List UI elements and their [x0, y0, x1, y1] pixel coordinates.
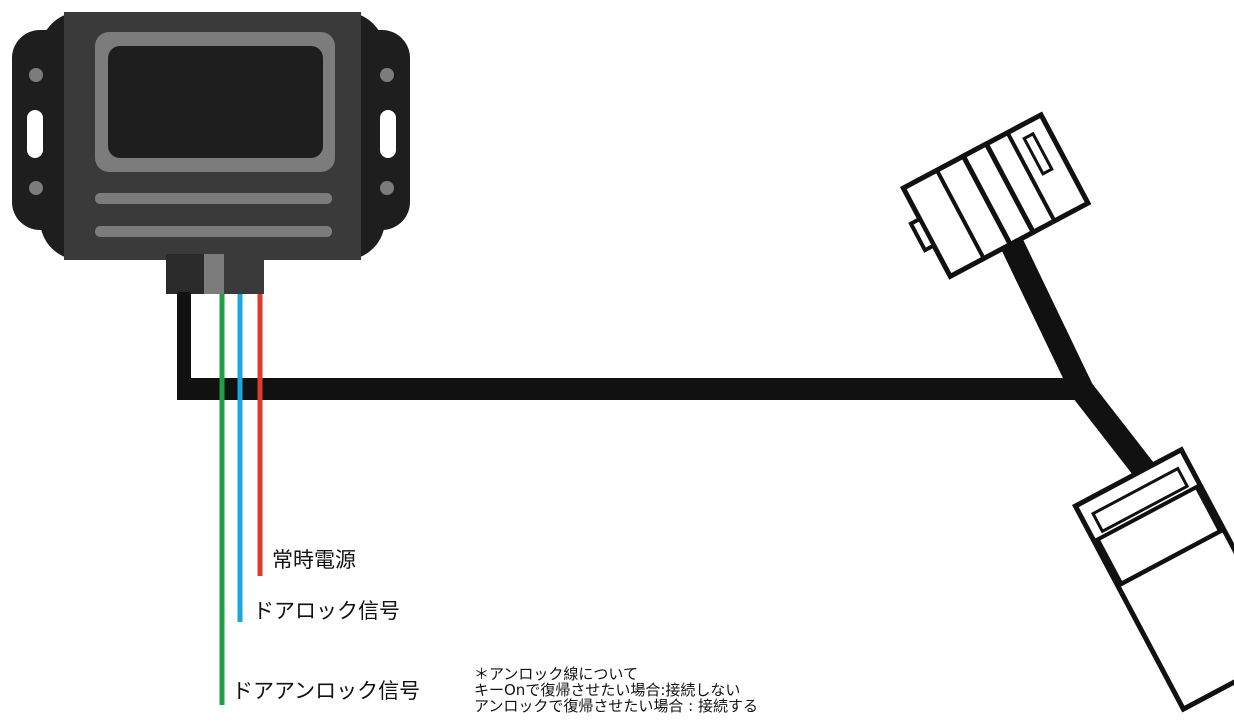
label-constant-power: 常時電源	[272, 548, 356, 572]
harness-main-cable	[177, 378, 1090, 400]
note-line-1: キーOnで復帰させたい場合:接続しない	[474, 681, 741, 699]
module-connector-left	[166, 254, 204, 294]
label-door-lock-signal: ドアロック信号	[253, 599, 400, 623]
mount-hole-top-right	[380, 68, 394, 82]
note-line-2: アンロックで復帰させたい場合 : 接続する	[474, 697, 758, 715]
lower-coupler	[1072, 446, 1234, 713]
mount-slot-left	[27, 110, 43, 158]
module-display	[108, 46, 323, 158]
module-stripe-1	[95, 193, 332, 204]
upper-coupler	[899, 111, 1092, 280]
mount-slot-right	[380, 110, 396, 158]
harness	[177, 234, 1162, 488]
harness-branch-upper	[999, 234, 1093, 396]
module-connector-mid	[204, 254, 224, 294]
label-door-unlock-signal: ドアアンロック信号	[232, 679, 421, 703]
control-module	[12, 12, 410, 294]
module-stripe-2	[95, 226, 332, 237]
note-title: ＊アンロック線について	[474, 665, 638, 683]
mount-hole-bottom-right	[380, 181, 394, 195]
harness-drop	[177, 292, 191, 400]
unlock-wire-note: ＊アンロック線について キーOnで復帰させたい場合:接続しない アンロックで復帰…	[474, 666, 758, 714]
harness-branch-lower	[1072, 382, 1162, 488]
mount-hole-bottom-left	[29, 181, 43, 195]
signal-wires	[219, 294, 263, 705]
mount-hole-top-left	[29, 68, 43, 82]
